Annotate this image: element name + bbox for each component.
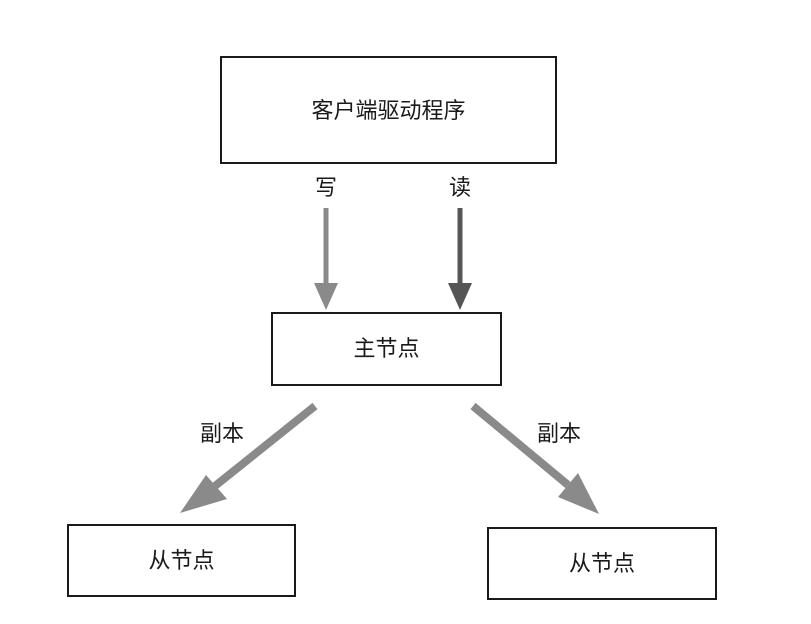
read-label: 读 <box>449 176 471 201</box>
replica-left-label: 副本 <box>200 422 244 447</box>
write-arrow-head <box>314 283 338 310</box>
replica-left-edge: 副本 <box>180 402 318 513</box>
primary-node-label: 主节点 <box>353 337 419 362</box>
replica-right-arrow-shaft <box>470 402 571 489</box>
secondary-node-right-box <box>487 527 717 600</box>
read-edge: 读 <box>448 176 472 310</box>
replica-left-arrow-head <box>180 475 227 513</box>
read-arrow-head <box>448 283 472 310</box>
secondary-node-right: 从节点 <box>487 527 717 600</box>
secondary-node-right-label: 从节点 <box>569 552 635 577</box>
replica-right-label: 副本 <box>537 422 581 447</box>
secondary-node-left-box <box>67 524 296 597</box>
replica-left-arrow-shaft <box>212 402 318 490</box>
replica-right-edge: 副本 <box>470 402 599 514</box>
write-label: 写 <box>315 176 337 201</box>
write-edge: 写 <box>314 176 338 310</box>
secondary-node-left: 从节点 <box>67 524 296 597</box>
replica-right-arrow-head <box>558 473 599 514</box>
primary-node-box <box>271 312 502 386</box>
secondary-node-left-label: 从节点 <box>148 549 214 574</box>
primary-node: 主节点 <box>271 312 502 386</box>
client-driver-label: 客户端驱动程序 <box>311 99 465 124</box>
client-driver-box <box>220 56 557 164</box>
client-driver-node: 客户端驱动程序 <box>220 56 557 164</box>
